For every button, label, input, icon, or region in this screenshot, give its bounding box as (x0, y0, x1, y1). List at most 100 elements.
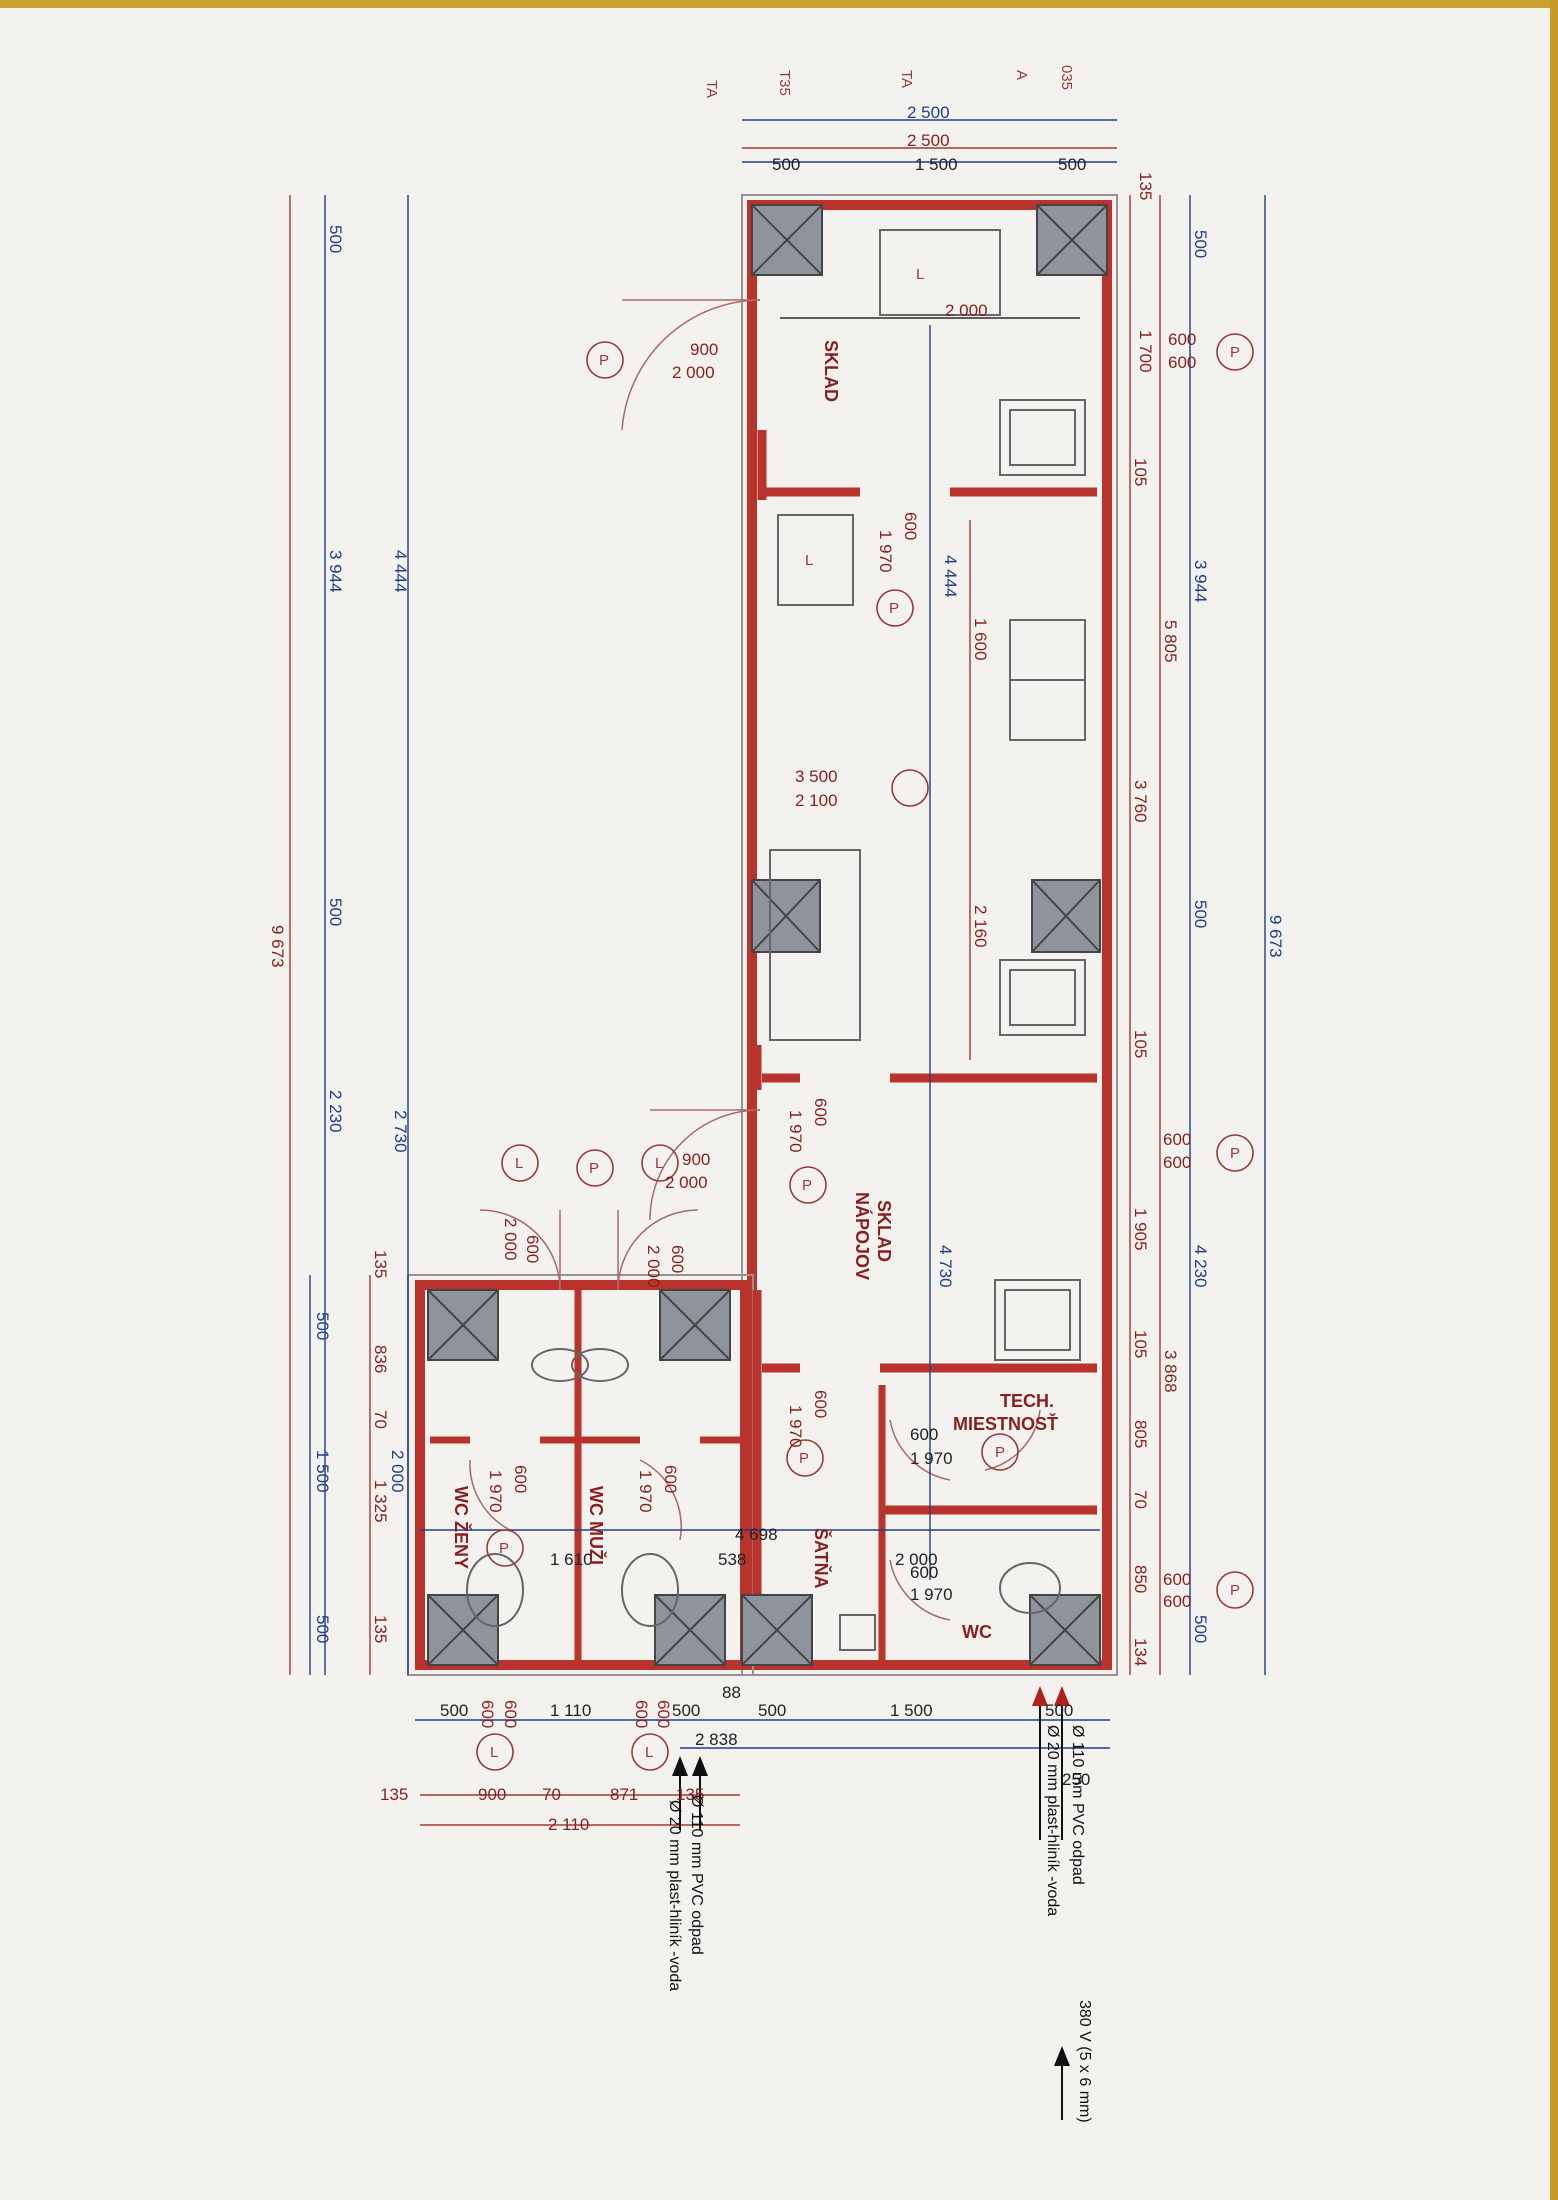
dim-int-16: 600 (523, 1235, 542, 1263)
dim-right-a: 500 (1191, 230, 1210, 258)
dim-bottom-m: 250 (1062, 1770, 1090, 1789)
room-label-sklad-napojov-line2: NÁPOJOV (852, 1192, 873, 1280)
dim-int-31: 2 000 (895, 1550, 938, 1569)
dim-right-f: 135 (1136, 172, 1155, 200)
dim-left-g: 2 230 (326, 1090, 345, 1133)
dim-int-11: 600 (811, 1098, 830, 1126)
dim-bottom-a: 500 (440, 1701, 468, 1720)
dim-int-10: 2 160 (971, 905, 990, 948)
dim-right-j: 3 760 (1131, 780, 1150, 823)
dim-top-mid: 1 500 (915, 155, 958, 174)
dim-left-k: 135 (371, 1250, 390, 1278)
dim-int-28: 538 (718, 1550, 746, 1569)
room-label-wc: WC (962, 1622, 992, 1642)
dim-int-30: 1 970 (910, 1449, 953, 1468)
dim-int-7: 1 600 (971, 618, 990, 661)
right-edge (1550, 0, 1558, 2200)
dim-right-r: 134 (1131, 1638, 1150, 1666)
dim-right-o: 805 (1131, 1420, 1150, 1448)
door-swings (469, 299, 1041, 1621)
door-mark-p-9: P (1230, 1145, 1240, 1162)
utility-arrows (672, 1686, 1070, 2120)
dim-int-25: 1 970 (636, 1470, 655, 1513)
dim-int-19: 2 000 (644, 1245, 663, 1288)
door-mark-p-8: P (1230, 344, 1240, 361)
dim-int-21: 1 970 (786, 1405, 805, 1448)
dim-top-left: 500 (772, 155, 800, 174)
dim-int-14: 2 000 (665, 1173, 708, 1192)
dim-int-12: 1 970 (786, 1110, 805, 1153)
dim-bottom-q: 871 (610, 1785, 638, 1804)
fixtures (466, 229, 1086, 1651)
dim-right-p: 70 (1131, 1490, 1150, 1509)
dim-left-l: 836 (371, 1345, 390, 1373)
dim-left-m: 70 (371, 1410, 390, 1429)
note-pvc-left: Ø 110 mm PVC odpad (688, 1795, 705, 1955)
dim-right-i: 5 805 (1161, 620, 1180, 663)
grid-top-label-2: T35 (776, 70, 793, 96)
door-mark-l-4: L (645, 1744, 653, 1761)
dim-left-o: 135 (371, 1615, 390, 1643)
dim-bottom-n: 135 (380, 1785, 408, 1804)
dim-int-32: 600 (910, 1563, 938, 1582)
dim-int-4: 600 (901, 512, 920, 540)
dim-bottom-d: 1 110 (550, 1701, 591, 1720)
note-water-left: Ø 20 mm plast-hliník -voda (666, 1800, 683, 1991)
top-edge (0, 0, 1558, 8)
dim-bottom-j: 1 500 (890, 1701, 933, 1720)
dim-int-27: 1 610 (550, 1550, 593, 1569)
dim-right-h: 105 (1131, 458, 1150, 486)
dim-left-b: 2 730 (391, 1110, 410, 1153)
door-mark-l-5: L (916, 266, 924, 283)
dim-left-f: 500 (326, 898, 345, 926)
dim-left-j: 500 (313, 1615, 332, 1643)
dim-right-u: 600 (1163, 1130, 1191, 1149)
dim-top-right: 500 (1058, 155, 1086, 174)
door-mark-p-3: P (589, 1160, 599, 1177)
grid-top-label-5: 035 (1058, 65, 1075, 90)
dim-int-18: 600 (668, 1245, 687, 1273)
dim-int-23: 1 970 (486, 1470, 505, 1513)
door-mark-p-7: P (499, 1540, 509, 1557)
dim-top-overall-inner: 2 500 (907, 131, 950, 150)
dim-left-n: 1 325 (371, 1480, 390, 1523)
dim-int-2: 900 (690, 340, 718, 359)
dim-int-17: 2 000 (501, 1218, 520, 1261)
dim-bottom-h: 88 (722, 1683, 741, 1702)
dim-right-w: 600 (1163, 1570, 1191, 1589)
room-label-satna: ŠATŇA (811, 1528, 832, 1589)
dim-right-d: 4 230 (1191, 1245, 1210, 1288)
dim-right-l: 1 905 (1131, 1208, 1150, 1251)
note-pvc-right: Ø 110 mm PVC odpad (1069, 1725, 1086, 1885)
dim-bottom-r: 135 (676, 1785, 704, 1804)
dim-right-k: 105 (1131, 1030, 1150, 1058)
dim-bottom-s: 2 110 (548, 1815, 589, 1834)
dim-bottom-b: 600 (478, 1700, 497, 1728)
door-mark-p-2: P (889, 600, 899, 617)
dim-bottom-f: 600 (654, 1700, 673, 1728)
dim-left-d: 500 (326, 225, 345, 253)
dim-bottom-k: 500 (1045, 1701, 1073, 1720)
dim-right-s: 600 (1168, 330, 1196, 349)
dim-int-22: 600 (511, 1465, 530, 1493)
dim-int-15: 4 730 (936, 1245, 955, 1288)
dim-right-v: 600 (1163, 1153, 1191, 1172)
dim-bottom-g: 500 (672, 1701, 700, 1720)
door-mark-p-10: P (1230, 1582, 1240, 1599)
dim-right-b: 3 944 (1191, 560, 1210, 603)
dim-right-total: 9 673 (1266, 915, 1285, 958)
dim-right-e: 500 (1191, 1615, 1210, 1643)
door-mark-l-1: L (655, 1155, 663, 1172)
dim-left-h: 500 (313, 1312, 332, 1340)
dim-right-q: 850 (1131, 1565, 1150, 1593)
dim-right-n: 3 868 (1161, 1350, 1180, 1393)
room-label-sklad: SKLAD (821, 340, 841, 402)
dim-int-13: 900 (682, 1150, 710, 1169)
dim-right-c: 500 (1191, 900, 1210, 928)
dim-int-8: 3 500 (795, 767, 838, 786)
dim-right-x: 600 (1163, 1592, 1191, 1611)
dim-bottom-l: 2 838 (695, 1730, 738, 1749)
dim-left-total: 9 673 (268, 925, 287, 968)
